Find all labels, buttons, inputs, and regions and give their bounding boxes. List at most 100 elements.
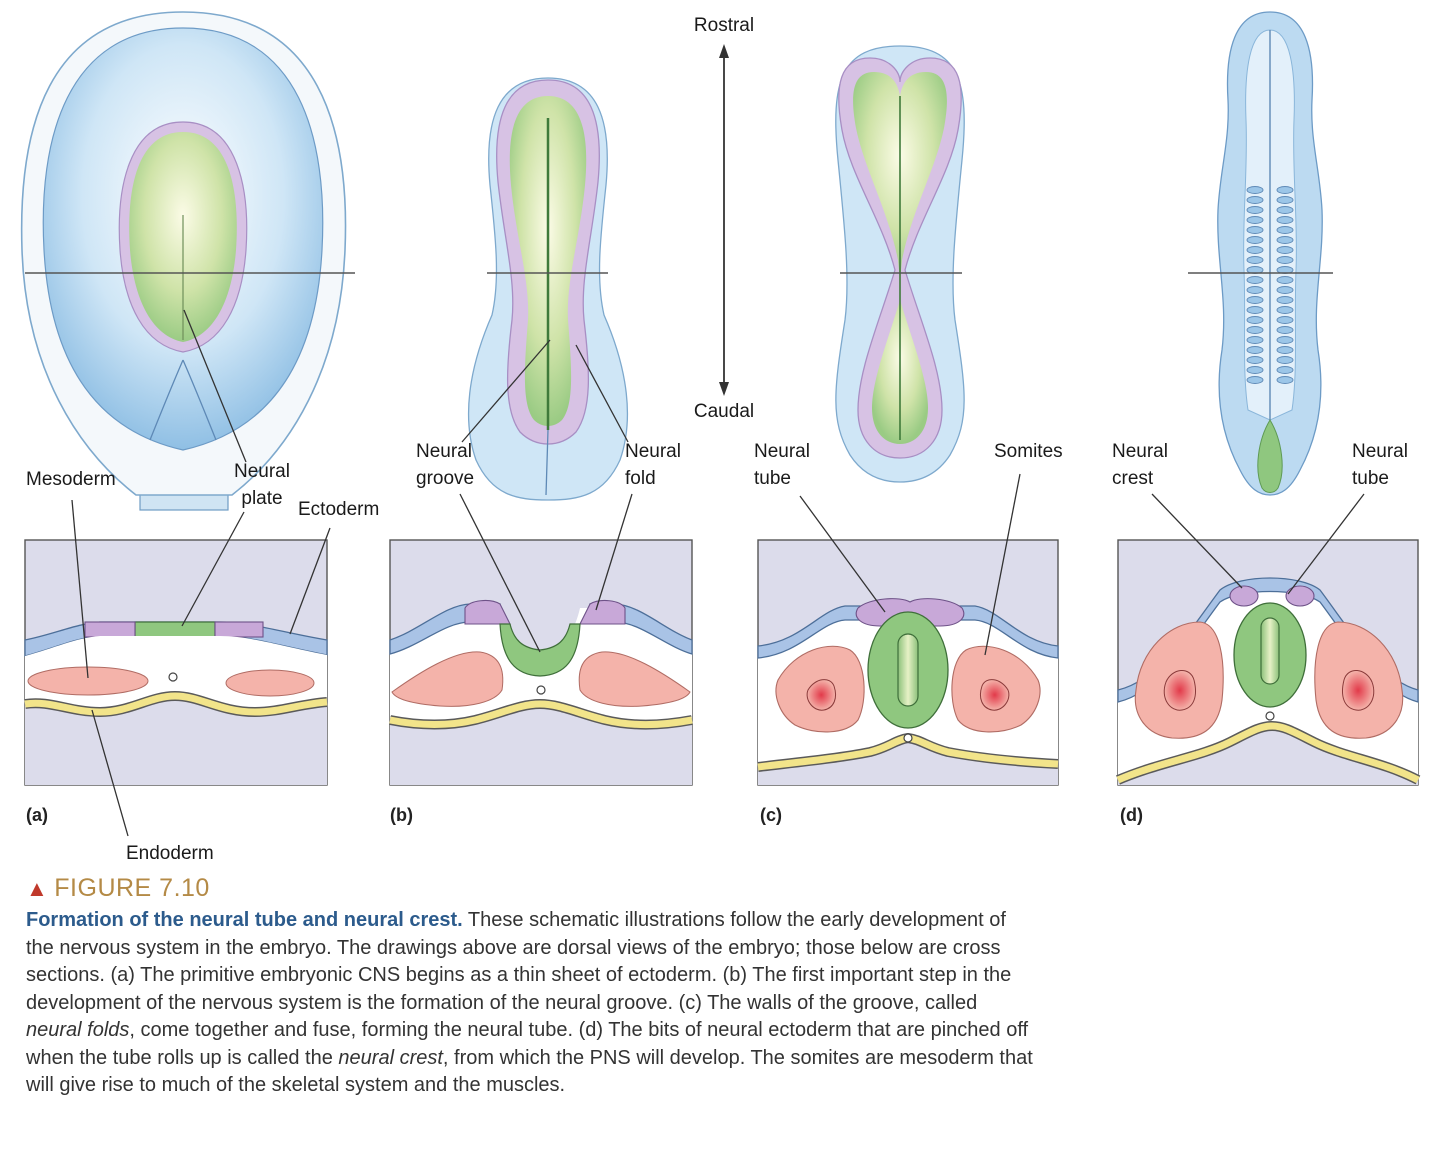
section-a-neural-plate: [134, 621, 216, 639]
section-c-notochord: [903, 733, 913, 743]
embryo-c: [835, 45, 965, 483]
embryo-d-somite: [1246, 236, 1264, 244]
embryo-d-caudal-neural-plate: [1257, 419, 1283, 493]
embryo-d-somite: [1276, 376, 1294, 384]
section-b-neural-fold-left: [464, 599, 511, 625]
panel-label-a: (a): [26, 805, 48, 825]
figure-number-text: FIGURE 7.10: [54, 874, 210, 902]
section-c-ectoderm: [757, 605, 1059, 659]
section-a-endoderm: [24, 692, 328, 716]
triangle-icon: ▲: [26, 876, 49, 901]
embryo-d-somite: [1246, 316, 1264, 324]
embryo-d-somite: [1276, 366, 1294, 374]
caption-italic-neural-folds: neural folds: [26, 1019, 130, 1041]
embryo-d-somite: [1276, 226, 1294, 234]
caudal-arrowhead: [719, 382, 729, 396]
embryo-d-somite: [1276, 296, 1294, 304]
caption-italic-neural-crest: neural crest: [338, 1046, 443, 1069]
embryo-d-somite: [1246, 296, 1264, 304]
embryo-d-somite: [1276, 186, 1294, 194]
section-c-neural-canal: [897, 633, 919, 707]
leader-neural-groove-section: [459, 493, 541, 653]
embryo-d-somite: [1276, 356, 1294, 364]
leader-neural-plate-dorsal: [183, 309, 247, 463]
embryo-d-somite: [1276, 316, 1294, 324]
section-a-mesoderm-right: [225, 669, 315, 697]
embryo-d-somites: [1246, 186, 1294, 384]
section-a-notochord: [168, 672, 178, 682]
embryo-d-somite: [1276, 286, 1294, 294]
figure-caption: ▲FIGURE 7.10 Formation of the neural tub…: [26, 872, 1036, 1100]
section-a-neural-border-left: [84, 621, 136, 638]
section-d-notochord: [1265, 711, 1275, 721]
label-somites: Somites: [994, 441, 1063, 462]
embryo-d-somite: [1246, 186, 1264, 194]
embryo-d-somite: [1246, 276, 1264, 284]
leader-neural-tube-c: [799, 495, 886, 613]
embryo-d-somite: [1276, 236, 1294, 244]
embryo-d-somite: [1246, 346, 1264, 354]
leader-neural-tube-d: [1287, 493, 1365, 595]
embryo-a: [20, 11, 355, 511]
section-a-mesoderm-left: [27, 666, 149, 696]
label-ectoderm: Ectoderm: [298, 499, 380, 520]
embryo-d-somite: [1246, 206, 1264, 214]
figure-number: ▲FIGURE 7.10: [26, 872, 1036, 905]
section-b: [389, 539, 693, 786]
leader-mesoderm: [71, 499, 89, 679]
leader-lines: [71, 309, 1365, 837]
label-neural-fold: Neural fold: [625, 441, 681, 489]
leader-neural-crest: [1151, 493, 1243, 589]
section-b-neural-groove: [499, 623, 581, 677]
section-b-endoderm: [389, 700, 693, 728]
embryo-d-somite: [1246, 326, 1264, 334]
embryo-d-somite: [1246, 366, 1264, 374]
embryo-d-somite: [1276, 196, 1294, 204]
leader-neural-fold-section: [595, 493, 633, 611]
panel-label-d: (d): [1120, 805, 1143, 825]
embryo-d: [1188, 11, 1333, 496]
leader-ectoderm: [289, 527, 331, 635]
caption-text-1: These schematic illustrations follow the…: [26, 909, 1012, 1014]
section-c-somite-left-core: [806, 679, 837, 711]
leader-neural-plate-section: [181, 511, 245, 627]
embryo-d-somite: [1276, 306, 1294, 314]
embryo-d-somite: [1276, 206, 1294, 214]
section-b-mesoderm-right: [578, 651, 691, 707]
leader-somites: [984, 473, 1021, 656]
embryo-d-somite: [1276, 256, 1294, 264]
label-rostral: Rostral: [693, 15, 755, 36]
caption-text-2: , come together and fuse, forming the ne…: [26, 1019, 1029, 1069]
embryo-d-somite: [1246, 216, 1264, 224]
section-d: [1116, 539, 1421, 786]
rostral-arrowhead: [719, 44, 729, 58]
leader-neural-fold-dorsal: [575, 344, 629, 443]
embryo-d-somite: [1246, 376, 1264, 384]
label-endoderm: Endoderm: [126, 843, 214, 864]
caption-title: Formation of the neural tube and neural …: [26, 909, 463, 931]
section-d-neural-crest-right: [1285, 585, 1315, 607]
neural-development-figure: [20, 11, 1421, 837]
embryo-d-somite: [1246, 196, 1264, 204]
embryo-d-somite: [1276, 216, 1294, 224]
section-b-notochord: [536, 685, 546, 695]
section-d-endoderm: [1116, 722, 1420, 784]
embryo-d-somite: [1246, 306, 1264, 314]
panel-label-b: (b): [390, 805, 413, 825]
embryo-d-somite: [1276, 346, 1294, 354]
rostral-caudal-arrow: [719, 44, 729, 396]
label-mesoderm: Mesoderm: [26, 469, 116, 490]
label-neural-crest: Neural crest: [1112, 441, 1168, 489]
embryo-d-somite: [1276, 326, 1294, 334]
embryo-d-somite: [1276, 276, 1294, 284]
leader-neural-groove-dorsal: [461, 339, 551, 443]
embryo-d-somite: [1246, 256, 1264, 264]
embryo-d-somite: [1276, 246, 1294, 254]
section-d-neural-canal: [1260, 617, 1280, 685]
label-neural-tube-d: Neural tube: [1352, 441, 1408, 489]
section-d-somite-right-core: [1342, 670, 1375, 711]
section-b-mesoderm-left: [391, 651, 504, 707]
section-d-somite-left-core: [1163, 670, 1196, 711]
embryo-b: [467, 77, 629, 501]
label-neural-groove: Neural groove: [416, 441, 475, 489]
